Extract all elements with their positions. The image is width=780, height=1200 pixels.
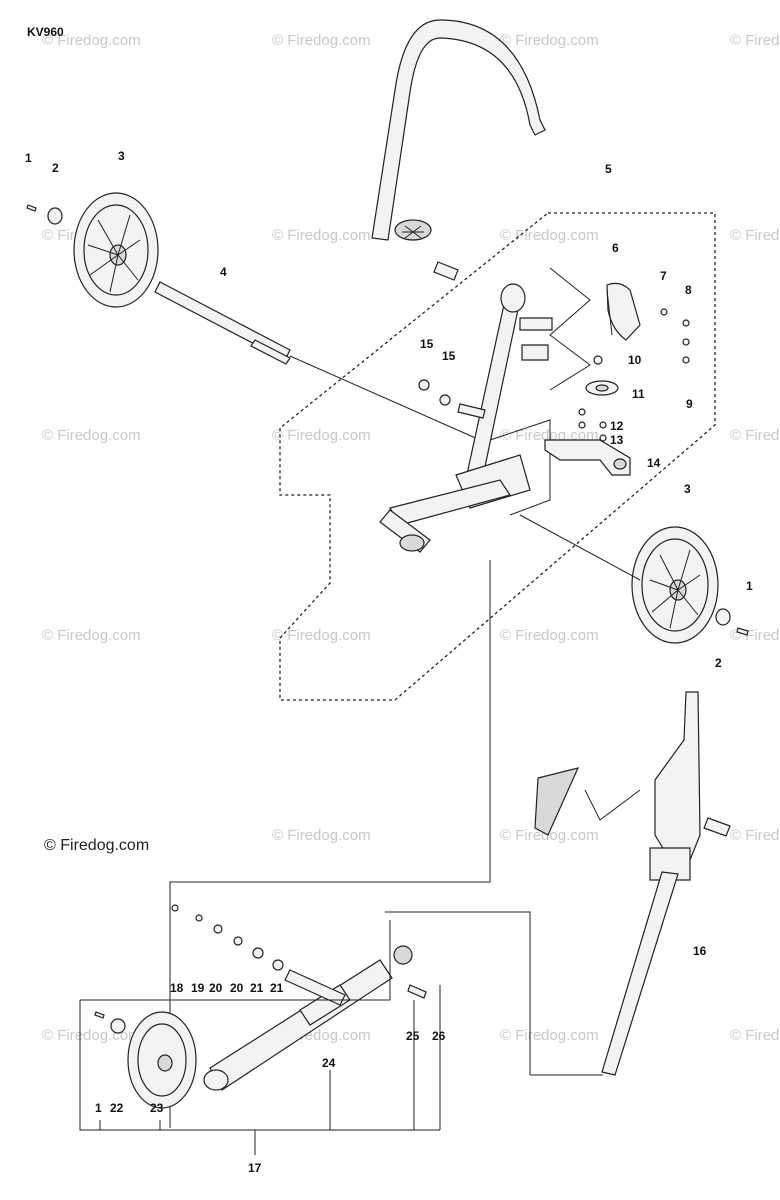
callout-1: 1: [25, 151, 32, 165]
copyright-label: © Firedog.com: [44, 837, 149, 854]
frame: [379, 267, 591, 553]
callout-19: 19: [191, 981, 205, 995]
watermark: © Firedog.com: [500, 827, 599, 844]
gear-segment-6: [606, 282, 690, 364]
brake-parts: [418, 355, 631, 476]
watermark: © Firedog.com: [500, 227, 599, 244]
watermark: © Firedog.com: [730, 32, 780, 49]
assembly-17: [79, 904, 441, 1155]
watermark: © Firedog.com: [272, 32, 371, 49]
callout-2: 2: [52, 161, 59, 175]
callout-11: 11: [632, 387, 645, 401]
callout-6: 6: [612, 241, 619, 255]
watermark: © Firedog.com: [42, 627, 141, 644]
callout-26: 26: [432, 1029, 446, 1043]
callout-16: 16: [693, 944, 707, 958]
axle-4: [154, 281, 481, 441]
callout-18: 18: [170, 981, 184, 995]
callout-1: 1: [95, 1101, 102, 1115]
callout-17: 17: [248, 1161, 262, 1175]
assembly-5-outline: [279, 212, 716, 701]
watermark: © Firedog.com: [500, 32, 599, 49]
callout-13: 13: [610, 433, 624, 447]
watermark: © Firedog.com: [730, 427, 780, 444]
callout-12: 12: [610, 419, 624, 433]
callout-24: 24: [322, 1056, 336, 1070]
watermark: © Firedog.com: [272, 227, 371, 244]
watermark-layer: © Firedog.com © Firedog.com © Firedog.co…: [42, 32, 780, 1044]
watermark: © Firedog.com: [272, 427, 371, 444]
callout-9: 9: [686, 397, 693, 411]
bracket-16: [169, 560, 731, 1128]
watermark: © Firedog.com: [272, 827, 371, 844]
callout-labels: 1 2 3 4 5 6 7 8 9 10 11 12 13 14 15 15 3…: [25, 149, 753, 1175]
callout-20: 20: [209, 981, 223, 995]
callout-14: 14: [647, 456, 661, 470]
callout-22: 22: [110, 1101, 124, 1115]
callout-3: 3: [118, 149, 125, 163]
watermark: © Firedog.com: [42, 427, 141, 444]
callout-10: 10: [628, 353, 642, 367]
callout-21: 21: [270, 981, 284, 995]
callout-23: 23: [150, 1101, 164, 1115]
callout-15: 15: [420, 337, 434, 351]
watermark: © Firedog.com: [272, 627, 371, 644]
watermark: © Firedog.com: [42, 32, 141, 49]
callout-3: 3: [684, 482, 691, 496]
watermark: © Firedog.com: [500, 1027, 599, 1044]
wheel-left: [26, 192, 159, 308]
handle-bar: [371, 19, 546, 281]
callout-2: 2: [715, 656, 722, 670]
watermark: © Firedog.com: [42, 1027, 141, 1044]
model-label: KV960: [27, 25, 64, 39]
callout-25: 25: [406, 1029, 420, 1043]
watermark: © Firedog.com: [730, 227, 780, 244]
callout-21: 21: [250, 981, 264, 995]
watermark: © Firedog.com: [730, 827, 780, 844]
callout-5: 5: [605, 162, 612, 176]
callout-20: 20: [230, 981, 244, 995]
callout-1: 1: [746, 579, 753, 593]
watermark: © Firedog.com: [500, 627, 599, 644]
callout-8: 8: [685, 283, 692, 297]
callout-15: 15: [442, 349, 456, 363]
callout-7: 7: [660, 269, 667, 283]
callout-4: 4: [220, 265, 227, 279]
wheel-right: [519, 514, 749, 644]
watermark: © Firedog.com: [730, 1027, 780, 1044]
